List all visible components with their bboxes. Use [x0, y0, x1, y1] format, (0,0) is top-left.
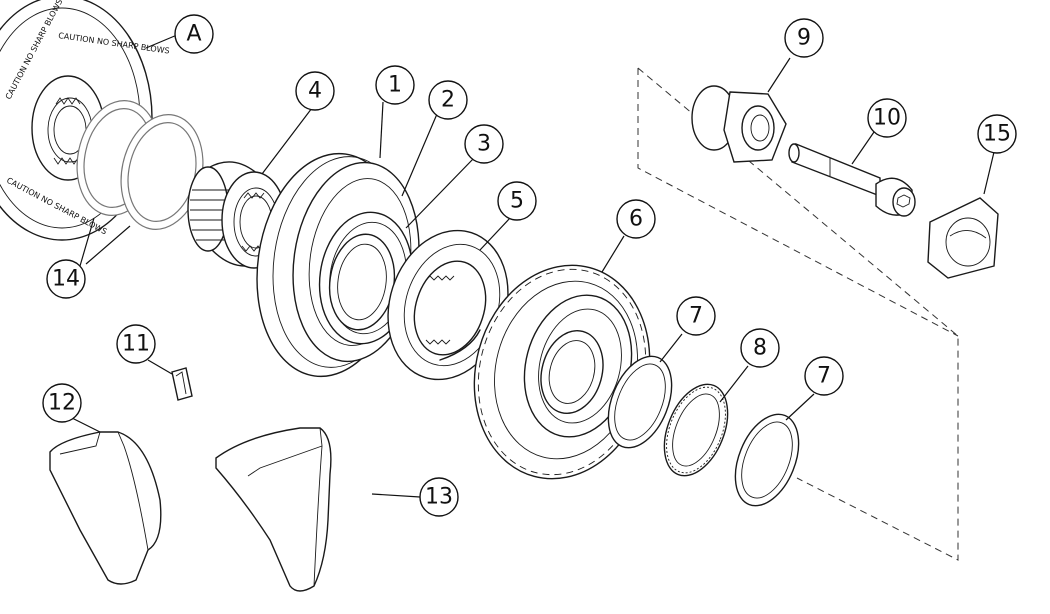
part-7-washer-2 — [734, 413, 800, 507]
part-10-bolt — [788, 143, 916, 217]
assembly-dashed-outline — [637, 67, 959, 561]
callout-15: 15 — [977, 114, 1017, 154]
callout-5-label: 5 — [510, 189, 524, 214]
callout-14-label: 14 — [52, 267, 80, 292]
part-7-washer-1 — [607, 355, 673, 449]
callout-3: 3 — [464, 124, 504, 164]
callout-1-label: 1 — [388, 73, 402, 98]
part-5-ramp — [387, 229, 509, 381]
callout-7-second: 7 — [804, 356, 844, 396]
callout-12-label: 12 — [48, 391, 76, 416]
callout-12: 12 — [42, 383, 82, 423]
callout-8: 8 — [740, 328, 780, 368]
callout-9-label: 9 — [797, 26, 811, 51]
part-14-o-rings — [76, 100, 204, 230]
callout-7-first: 7 — [676, 296, 716, 336]
part-6-sprocket — [473, 264, 651, 480]
callout-9: 9 — [784, 18, 824, 58]
part-8-lock-washer — [663, 383, 729, 477]
callout-4: 4 — [295, 71, 335, 111]
callout-13: 13 — [419, 477, 459, 517]
callout-8-label: 8 — [753, 336, 767, 361]
leader-lines — [71, 34, 995, 498]
callout-3-label: 3 — [477, 132, 491, 157]
callout-5: 5 — [497, 181, 537, 221]
callout-2-label: 2 — [441, 88, 455, 113]
callout-6: 6 — [616, 199, 656, 239]
callout-1: 1 — [375, 65, 415, 105]
callout-11: 11 — [116, 324, 156, 364]
callout-13-label: 13 — [425, 485, 453, 510]
callout-14: 14 — [46, 259, 86, 299]
callout-10: 10 — [867, 98, 907, 138]
callout-11-label: 11 — [122, 332, 150, 357]
part-9-adapter-nut — [691, 85, 787, 163]
part-13-insert — [215, 427, 332, 592]
part-12-insert — [49, 431, 162, 585]
callout-a-label: A — [186, 22, 201, 47]
callout-7-first-label: 7 — [689, 304, 703, 329]
part-11-clip — [171, 367, 193, 401]
callout-6-label: 6 — [629, 207, 643, 232]
callout-10-label: 10 — [873, 106, 901, 131]
callout-4-label: 4 — [308, 79, 322, 104]
callout-7-second-label: 7 — [817, 364, 831, 389]
callout-a: A — [174, 14, 214, 54]
part-15-cap — [927, 197, 999, 279]
callout-2: 2 — [428, 80, 468, 120]
callout-15-label: 15 — [983, 122, 1011, 147]
